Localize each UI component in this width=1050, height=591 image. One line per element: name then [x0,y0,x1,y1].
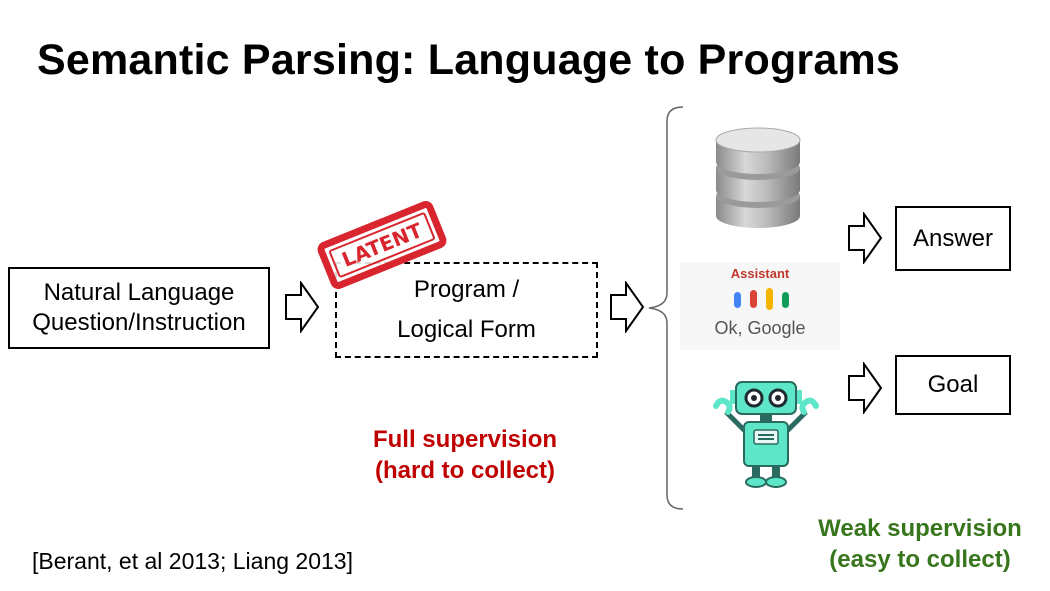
full-supervision-line1: Full supervision [372,426,558,453]
hollow-arrow-icon [848,212,883,264]
curly-brace-icon [648,106,684,510]
goal-label: Goal [927,371,979,398]
answer-label: Answer [912,224,994,252]
natural-language-box: Natural Language Question/Instruction [8,267,270,349]
natural-language-line2: Question/Instruction [32,309,246,336]
answer-box: Answer [895,206,1011,271]
full-supervision-line2: (hard to collect) [374,457,555,484]
hollow-arrow-icon [610,281,645,333]
program-line1: Program / [413,276,520,303]
slide-title: Semantic Parsing: Language to Programs [37,36,901,84]
assistant-label: Assistant [730,266,790,281]
full-supervision-label: Full supervision (hard to collect) [340,424,590,486]
hollow-arrow-icon [848,362,883,414]
weak-supervision-line1: Weak supervision [818,515,1022,542]
natural-language-line1: Natural Language [43,279,235,306]
program-logical-form-box: Program / Logical Form [335,262,598,358]
weak-supervision-line2: (easy to collect) [829,546,1011,573]
weak-supervision-label: Weak supervision (easy to collect) [800,513,1040,575]
database-icon [715,127,801,228]
assistant-dots-icon [734,288,789,310]
hollow-arrow-icon [285,281,320,333]
program-line2: Logical Form [397,316,536,343]
google-assistant-icon: Assistant Ok, Google [680,262,840,350]
goal-box: Goal [895,355,1011,415]
citation: [Berant, et al 2013; Liang 2013] [32,548,353,574]
ok-google-label: Ok, Google [714,318,806,338]
robot-icon [713,381,819,488]
